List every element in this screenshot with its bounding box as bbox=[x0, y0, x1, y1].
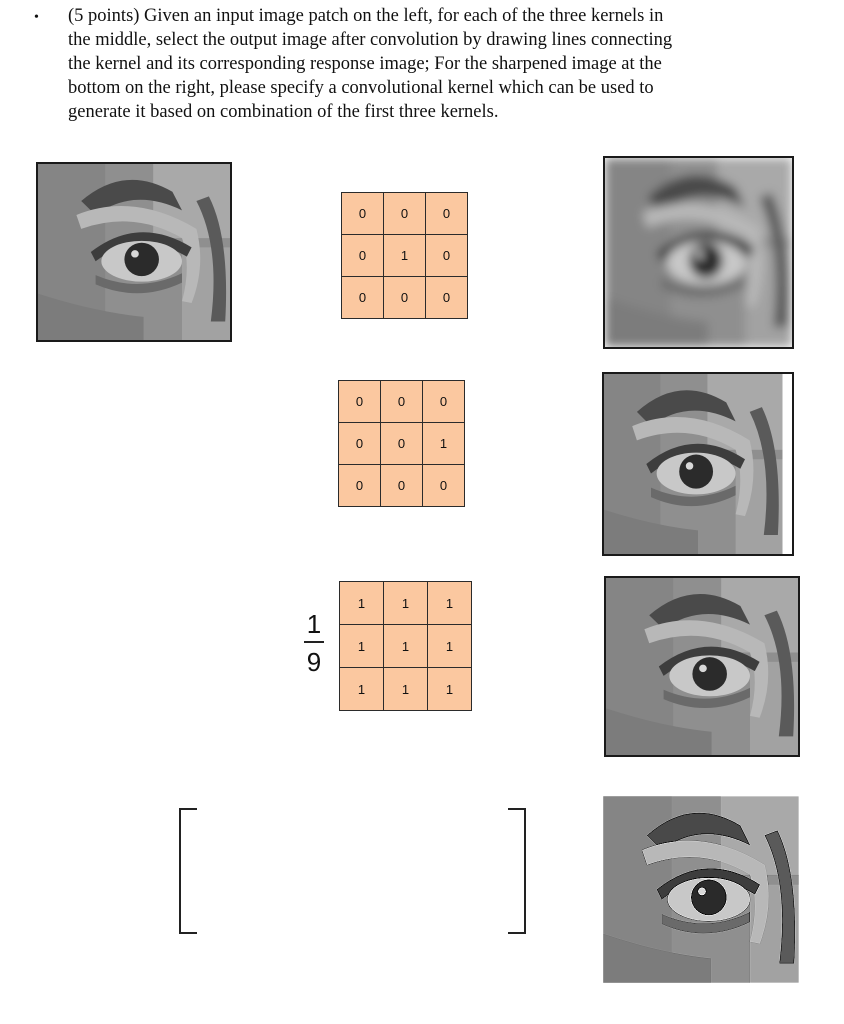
kernel-cell: 0 bbox=[422, 380, 465, 423]
question-line: the middle, select the output image afte… bbox=[68, 30, 673, 50]
kernel-cell: 1 bbox=[427, 624, 472, 668]
kernel-cell: 1 bbox=[383, 234, 426, 277]
kernel-cell: 0 bbox=[383, 192, 426, 235]
kernel-cell: 0 bbox=[380, 380, 423, 423]
fraction-numerator: 1 bbox=[306, 609, 322, 639]
output-image-3[interactable] bbox=[604, 576, 800, 757]
kernel-cell: 1 bbox=[339, 667, 384, 711]
kernel-cell: 1 bbox=[422, 422, 465, 465]
kernel-cell: 1 bbox=[383, 624, 428, 668]
kernel-cell: 0 bbox=[380, 422, 423, 465]
kernel-box-blur[interactable]: 1 1 1 1 1 1 1 1 1 bbox=[339, 581, 472, 711]
output-image-1[interactable] bbox=[603, 156, 794, 349]
output-image-2[interactable] bbox=[602, 372, 794, 556]
kernel-scale-fraction: 1 9 bbox=[300, 610, 328, 676]
kernel-identity[interactable]: 0 0 0 0 1 0 0 0 0 bbox=[341, 192, 468, 319]
kernel-cell: 0 bbox=[422, 464, 465, 507]
kernel-cell: 1 bbox=[427, 667, 472, 711]
kernel-cell: 0 bbox=[341, 192, 384, 235]
kernel-cell: 0 bbox=[425, 276, 468, 319]
kernel-cell: 0 bbox=[383, 276, 426, 319]
kernel-cell: 1 bbox=[339, 581, 384, 625]
question-line: (5 points) Given an input image patch on… bbox=[68, 6, 664, 26]
output-image-4[interactable] bbox=[603, 796, 799, 983]
kernel-cell: 1 bbox=[427, 581, 472, 625]
bullet-icon: • bbox=[34, 10, 39, 25]
kernel-cell: 1 bbox=[383, 581, 428, 625]
fraction-denominator: 9 bbox=[306, 647, 322, 677]
fraction-bar bbox=[304, 641, 324, 643]
kernel-cell: 0 bbox=[341, 234, 384, 277]
kernel-cell: 0 bbox=[425, 234, 468, 277]
kernel-cell: 0 bbox=[380, 464, 423, 507]
answer-matrix-left-bracket bbox=[179, 808, 197, 934]
question-line: bottom on the right, please specify a co… bbox=[68, 78, 654, 98]
kernel-cell: 1 bbox=[383, 667, 428, 711]
kernel-cell: 0 bbox=[338, 380, 381, 423]
kernel-cell: 0 bbox=[341, 276, 384, 319]
question-line: generate it based on combination of the … bbox=[68, 102, 499, 122]
kernel-cell: 0 bbox=[338, 464, 381, 507]
question-line: the kernel and its corresponding respons… bbox=[68, 54, 662, 74]
input-image bbox=[36, 162, 232, 342]
kernel-cell: 0 bbox=[338, 422, 381, 465]
kernel-cell: 0 bbox=[425, 192, 468, 235]
kernel-shift[interactable]: 0 0 0 0 0 1 0 0 0 bbox=[338, 380, 465, 507]
answer-matrix-right-bracket bbox=[508, 808, 526, 934]
kernel-cell: 1 bbox=[339, 624, 384, 668]
question-text: (5 points) Given an input image patch on… bbox=[68, 4, 788, 124]
